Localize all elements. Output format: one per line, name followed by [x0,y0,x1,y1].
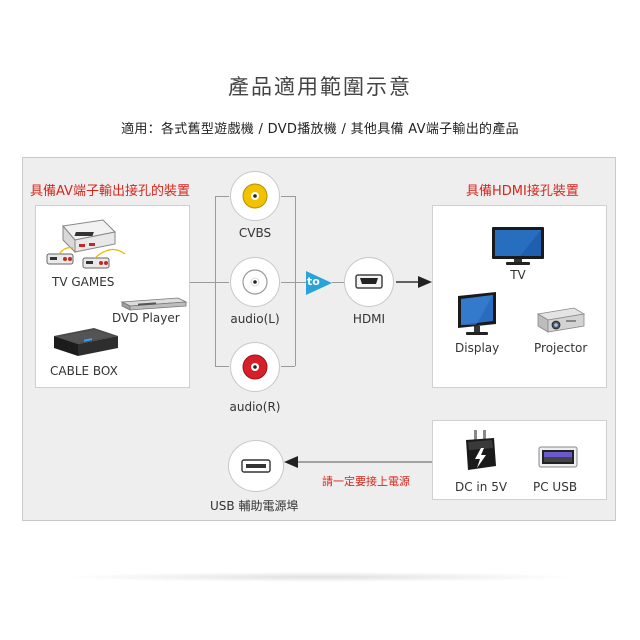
bracket-left-top [215,196,229,197]
source-link-line [190,282,215,283]
cable-box-icon [50,322,122,362]
device-label-dvd-player: DVD Player [112,311,180,325]
usb-port-icon [538,445,578,469]
projector-icon [534,304,586,336]
tv-icon [490,225,546,267]
hdmi-connector [344,257,394,307]
game-console-icon [45,218,130,273]
device-label-tv-games: TV GAMES [52,275,115,289]
hdmi-label: HDMI [352,312,386,326]
power-label-pc-usb: PC USB [533,480,578,494]
cvbs-connector [230,171,280,221]
dvd-player-icon [118,294,188,314]
device-label-projector: Projector [534,341,588,355]
usb-aux-power-label: USB 輔助電源埠 [210,499,299,513]
page-title: 產品適用範圍示意 [228,75,412,99]
bracket-right-top [281,196,295,197]
frame-shadow [60,572,580,582]
power-input-arrow [284,455,432,469]
page-subtitle: 適用：各式舊型遊戲機 / DVD播放機 / 其他具備 AV端子輸出的產品 [121,122,519,137]
bracket-left-mid [215,282,229,283]
device-label-display: Display [455,341,500,355]
audio-left-connector [230,257,280,307]
left-panel-heading: 具備AV端子輸出接孔的裝置 [30,184,190,199]
cvbs-label: CVBS [238,226,272,240]
bracket-right-bottom [281,366,295,367]
audio-right-connector [230,342,280,392]
badge-link-line [332,282,344,283]
usb-aux-power-port [228,440,284,492]
bracket-right-vertical [295,196,296,366]
power-label-dc-in: DC in 5V [455,480,508,494]
bracket-right-mid [281,282,295,283]
to-badge-text: to [307,275,320,288]
power-source-panel [432,420,607,500]
device-label-tv: TV [510,268,526,282]
audio-right-label: audio(R) [229,400,281,414]
device-label-cable-box: CABLE BOX [50,364,118,378]
bracket-left-vertical [215,196,216,366]
power-required-note: 請一定要接上電源 [322,475,410,488]
wall-plug-icon [460,428,500,474]
monitor-icon [454,290,502,338]
connector-link-line [295,282,307,283]
bracket-left-bottom [215,366,229,367]
right-panel-heading: 具備HDMI接孔裝置 [466,184,579,199]
to-badge: to [306,271,332,295]
audio-left-label: audio(L) [230,312,280,326]
hdmi-output-arrow [396,275,432,289]
